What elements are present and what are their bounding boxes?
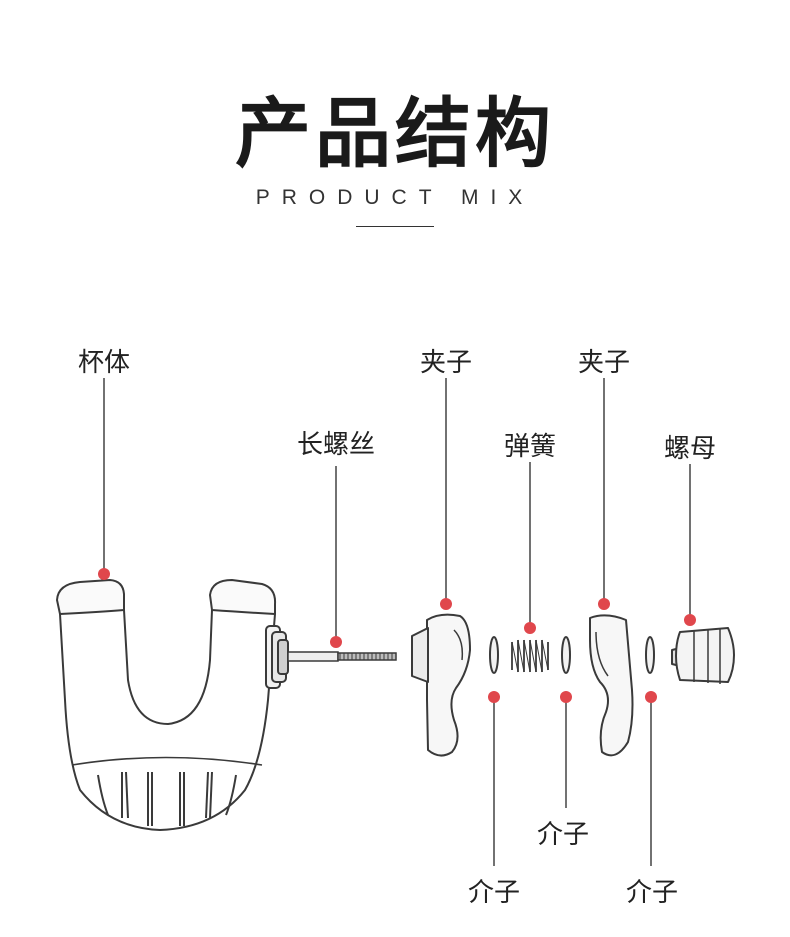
callout-dot-clip-left <box>440 598 452 610</box>
callout-dot-cup-body <box>98 568 110 580</box>
label-spacer-2: 介子 <box>536 820 590 850</box>
title-underline <box>356 226 434 227</box>
label-cup-body: 杯体 <box>77 348 131 378</box>
spacer-1-part <box>489 636 499 674</box>
callout-dot-clip-right <box>598 598 610 610</box>
label-spring: 弹簧 <box>503 432 557 462</box>
callout-dot-long-screw <box>330 636 342 648</box>
page-subtitle: PRODUCT MIX <box>255 186 535 209</box>
spacer-3-part <box>645 636 655 674</box>
callout-lines <box>103 378 691 866</box>
label-clip-right: 夹子 <box>577 348 631 378</box>
callout-dot-spacer-1 <box>488 691 500 703</box>
cup-body-part <box>56 579 289 831</box>
clip-left-part <box>411 613 471 757</box>
nut-part <box>671 627 735 684</box>
label-clip-left: 夹子 <box>419 348 473 378</box>
long-screw-part <box>287 651 397 662</box>
callout-dot-spacer-2 <box>560 691 572 703</box>
callout-dot-spring <box>524 622 536 634</box>
spacer-2-part <box>561 636 571 674</box>
label-spacer-1: 介子 <box>467 878 521 908</box>
callout-dot-nut <box>684 614 696 626</box>
label-spacer-3: 介子 <box>625 878 679 908</box>
spring-part <box>510 639 550 673</box>
callout-dots <box>98 568 696 703</box>
callout-dot-spacer-3 <box>645 691 657 703</box>
page-title: 产品结构 <box>235 89 555 178</box>
label-nut: 螺母 <box>663 434 717 464</box>
label-long-screw: 长螺丝 <box>296 430 376 460</box>
clip-right-part <box>589 614 634 757</box>
